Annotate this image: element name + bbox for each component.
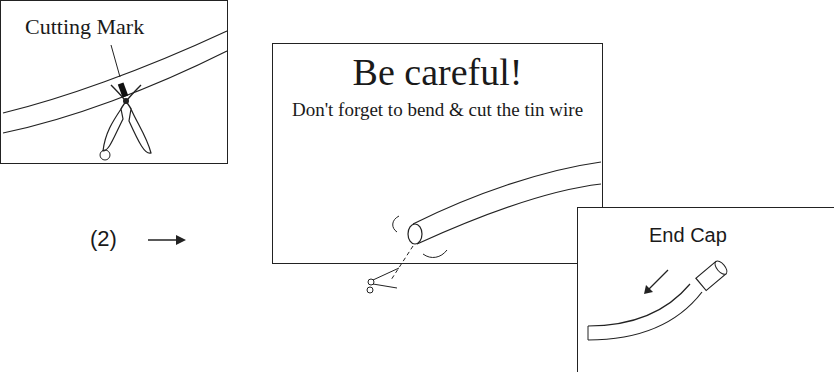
step-panel: End Cap	[577, 207, 834, 372]
step-panel: Be careful! Don't forget to bend & cut th…	[272, 43, 603, 264]
panel-heading: End Cap	[649, 224, 727, 246]
panel-heading: Cutting Mark	[25, 15, 144, 39]
step-panel: Cutting Mark	[0, 0, 228, 164]
panel-note: Don't forget to bend & cut the tin wire	[292, 100, 583, 121]
panel-heading: Be careful!	[353, 52, 523, 94]
step-number: (2)	[90, 227, 117, 251]
